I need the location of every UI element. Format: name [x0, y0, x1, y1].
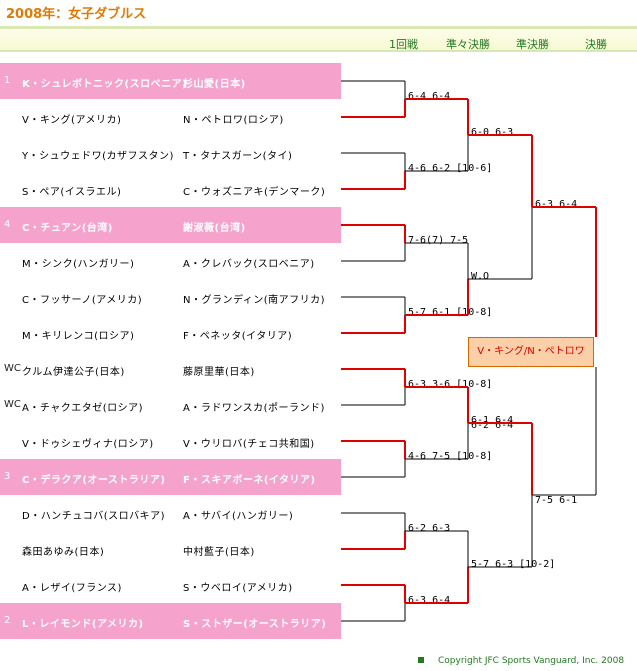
quarterfinal-score: 6-1 6-4 [471, 415, 514, 426]
seed-label: 1 [4, 75, 11, 86]
title-underline [0, 26, 637, 29]
player-one-name[interactable]: Y・シュウェドワ(カザフスタン) [22, 151, 174, 162]
player-one-name[interactable]: A・チャクエタゼ(ロシア) [22, 403, 144, 414]
round1-score: 6-3 6-4 [408, 595, 451, 606]
player-two-name[interactable]: C・ウォズニアキ(デンマーク) [183, 187, 326, 198]
seed-label: 4 [4, 219, 11, 230]
seed-band [0, 63, 341, 99]
semifinal-score: 6-2 6-4 [471, 420, 514, 431]
player-one-name[interactable]: クルム伊達公子(日本) [22, 367, 125, 378]
round1-score: 6-4 6-4 [408, 91, 451, 102]
seed-label: 2 [4, 615, 11, 626]
player-one-name[interactable]: M・シンク(ハンガリー) [22, 259, 135, 270]
player-two-name[interactable]: 謝淑薇(台湾) [183, 223, 246, 234]
player-two-name[interactable]: 杉山愛(日本) [183, 79, 246, 90]
player-one-name[interactable]: C・チュアン(台湾) [22, 223, 113, 234]
player-two-name[interactable]: A・クレバック(スロベニア) [183, 259, 315, 270]
player-one-name[interactable]: C・デラクア(オーストラリア) [22, 475, 166, 486]
player-two-name[interactable]: 中村藍子(日本) [183, 547, 255, 558]
quarterfinal-score: 6-0 6-3 [471, 127, 514, 138]
player-one-name[interactable]: A・レザイ(フランス) [22, 583, 122, 594]
page-title: 2008年：女子ダブルス [6, 7, 147, 22]
semifinal-score: 6-3 6-4 [535, 199, 578, 210]
copyright-text: Copyright JFC Sports Vanguard, Inc. 2008 [438, 656, 625, 666]
player-one-name[interactable]: K・シュレボトニック(スロベニア) [22, 79, 188, 90]
player-two-name[interactable]: N・ペトロワ(ロシア) [183, 115, 284, 126]
quarterfinal-score: 5-7 6-3 [10-2] [471, 559, 556, 570]
player-two-name[interactable]: T・タナスガーン(タイ) [183, 151, 293, 162]
seed-label: 3 [4, 471, 11, 482]
seed-label: WC [4, 363, 21, 374]
header-round1: 1回戦 [389, 38, 418, 51]
round1-score: 7-6(7) 7-5 [408, 235, 469, 246]
player-one-name[interactable]: D・ハンチュコバ(スロバキア) [22, 511, 166, 522]
footer: Copyright JFC Sports Vanguard, Inc. 2008 [418, 656, 624, 666]
quarterfinal-score: W.O [471, 271, 490, 282]
header-semifinal: 準決勝 [516, 38, 549, 51]
player-one-name[interactable]: L・レイモンド(アメリカ) [22, 619, 144, 630]
round1-score: 6-3 3-6 [10-8] [408, 379, 493, 390]
round1-score: 4-6 7-5 [10-8] [408, 451, 493, 462]
player-one-name[interactable]: C・フッサーノ(アメリカ) [22, 295, 143, 306]
player-two-name[interactable]: A・サバイ(ハンガリー) [183, 511, 294, 522]
round1-score: 4-6 6-2 [10-6] [408, 163, 493, 174]
player-two-name[interactable]: S・ストザー(オーストラリア) [183, 619, 327, 630]
round-header-bar [0, 30, 637, 52]
round1-score: 5-7 6-1 [10-8] [408, 307, 493, 318]
player-two-name[interactable]: N・グランディン(南アフリカ) [183, 295, 326, 306]
seed-band [0, 603, 341, 639]
seed-band [0, 207, 341, 243]
seed-label: WC [4, 399, 21, 410]
player-two-name[interactable]: F・スキアボーネ(イタリア) [183, 475, 316, 486]
seed-band [0, 459, 341, 495]
player-one-name[interactable]: V・ドゥシェヴィナ(ロシア) [22, 439, 154, 450]
player-two-name[interactable]: 藤原里華(日本) [183, 367, 255, 378]
champion-box[interactable]: V・キング/N・ペトロワ [468, 337, 594, 367]
player-two-name[interactable]: V・ウリロバ(チェコ共和国) [183, 439, 315, 450]
header-final: 決勝 [585, 38, 607, 51]
player-two-name[interactable]: F・ペネッタ(イタリア) [183, 331, 293, 342]
footer-square-icon [418, 657, 424, 663]
player-one-name[interactable]: M・キリレンコ(ロシア) [22, 331, 135, 342]
header-quarterfinal: 準々決勝 [446, 38, 490, 51]
round1-score: 6-2 6-3 [408, 523, 451, 534]
player-two-name[interactable]: A・ラドワンスカ(ポーランド) [183, 403, 325, 414]
player-one-name[interactable]: 森田あゆみ(日本) [22, 547, 105, 558]
player-two-name[interactable]: S・ウベロイ(アメリカ) [183, 583, 293, 594]
final-score: 7-5 6-1 [535, 495, 578, 506]
player-one-name[interactable]: S・ペア(イスラエル) [22, 187, 122, 198]
player-one-name[interactable]: V・キング(アメリカ) [22, 115, 122, 126]
